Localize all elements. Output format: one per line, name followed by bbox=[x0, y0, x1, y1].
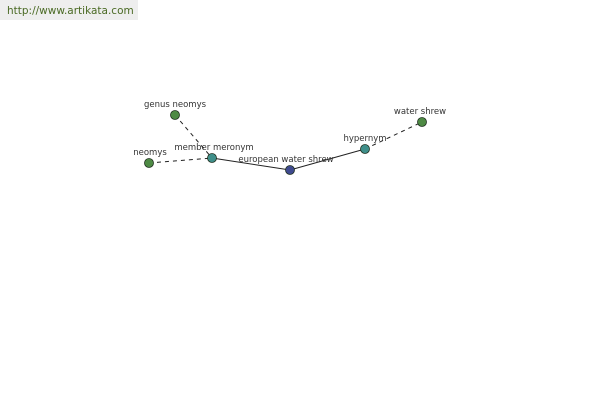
edge-european-water-shrew-to-hypernym bbox=[289, 148, 366, 171]
node-dot-genus-neomys[interactable] bbox=[170, 110, 180, 120]
node-hypernym[interactable]: hypernym bbox=[343, 134, 387, 154]
node-label-genus-neomys[interactable]: genus neomys bbox=[144, 100, 207, 110]
node-label-member-meronym[interactable]: member meronym bbox=[174, 143, 253, 153]
node-dot-neomys[interactable] bbox=[144, 158, 154, 168]
node-dot-european-water-shrew[interactable] bbox=[285, 165, 295, 175]
edge-member-meronym-to-european-water-shrew bbox=[211, 157, 291, 171]
node-dot-member-meronym[interactable] bbox=[207, 153, 217, 163]
node-dot-hypernym[interactable] bbox=[360, 144, 370, 154]
node-label-neomys[interactable]: neomys bbox=[133, 148, 167, 158]
node-dot-water-shrew[interactable] bbox=[417, 117, 427, 127]
node-genus-neomys[interactable]: genus neomys bbox=[144, 100, 207, 120]
url-bar: http://www.artikata.com bbox=[0, 0, 138, 20]
node-label-hypernym[interactable]: hypernym bbox=[343, 134, 386, 144]
node-label-european-water-shrew[interactable]: european water shrew bbox=[238, 155, 333, 165]
edge-neomys-to-member-meronym bbox=[148, 157, 213, 164]
nodes-layer: genus neomys neomys member meronym european… bbox=[133, 100, 446, 175]
node-neomys[interactable]: neomys bbox=[133, 148, 167, 168]
node-water-shrew[interactable]: water shrew bbox=[394, 107, 446, 127]
edges-layer bbox=[148, 114, 423, 171]
node-member-meronym[interactable]: member meronym bbox=[174, 143, 254, 163]
node-european-water-shrew[interactable]: european water shrew bbox=[238, 155, 334, 175]
edge-genus-neomys-to-member-meronym bbox=[174, 114, 213, 159]
edge-hypernym-to-water-shrew bbox=[364, 121, 423, 150]
node-label-water-shrew[interactable]: water shrew bbox=[394, 107, 446, 117]
site-url-link[interactable]: http://www.artikata.com bbox=[7, 5, 134, 17]
